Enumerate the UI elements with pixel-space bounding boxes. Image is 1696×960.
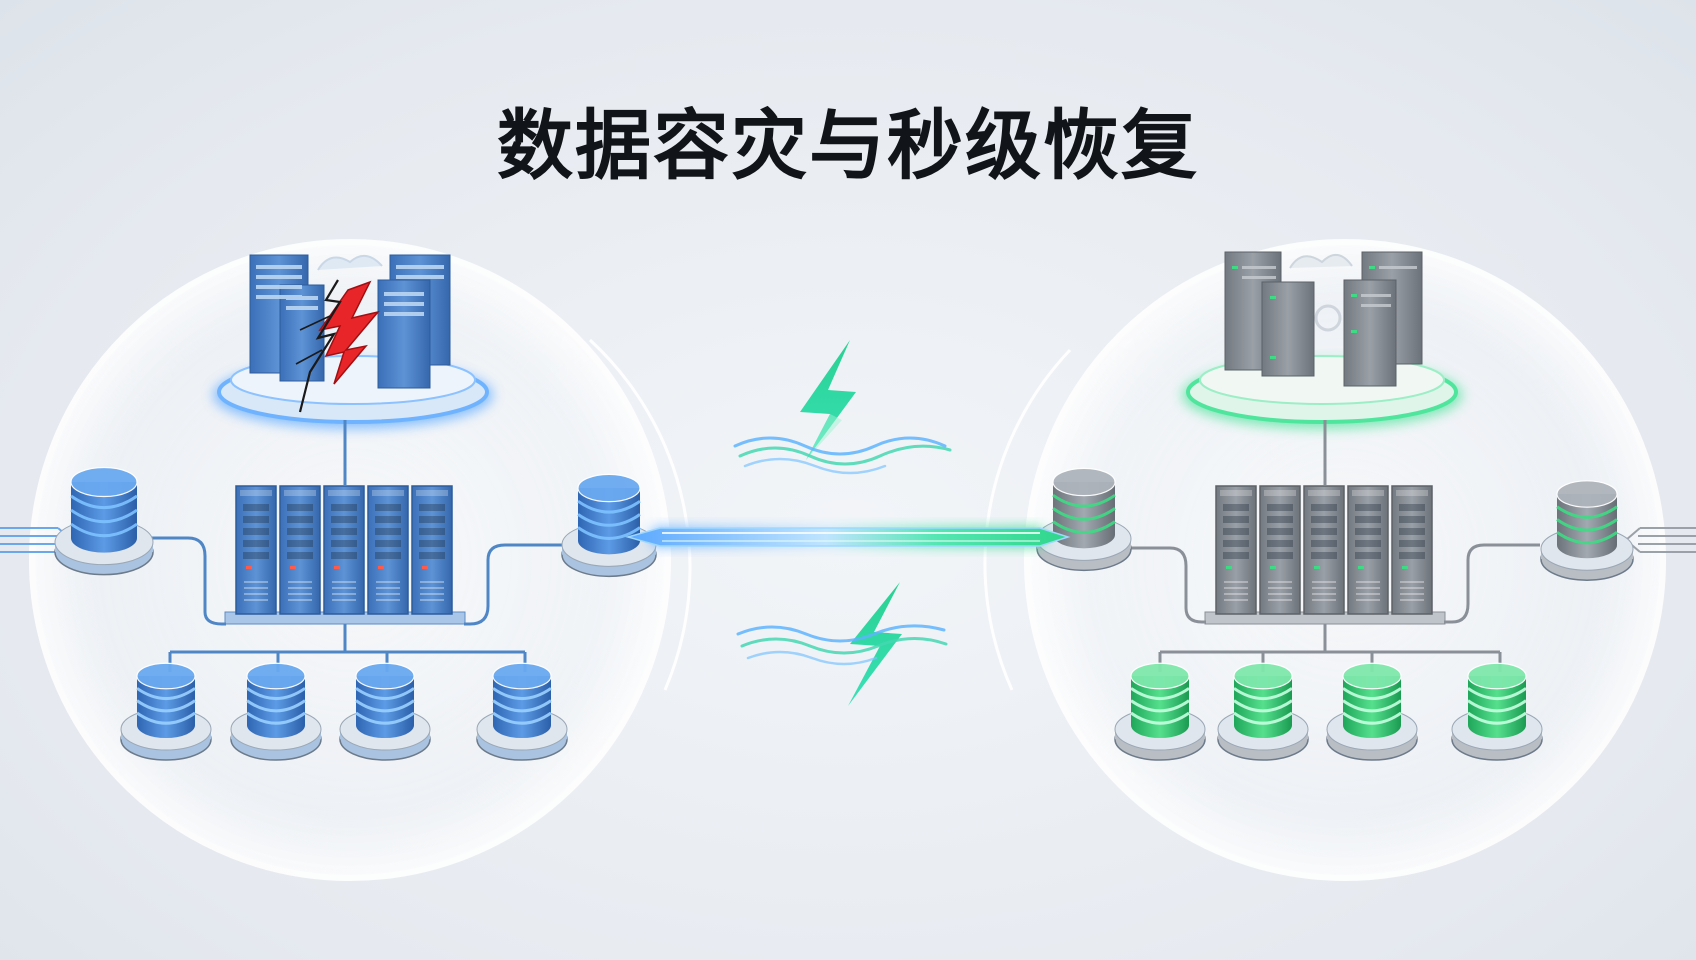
database-icon — [120, 662, 212, 761]
database-icon — [1540, 480, 1634, 581]
database-icon — [339, 662, 431, 761]
page-title: 数据容灾与秒级恢复 — [497, 101, 1199, 190]
server-rack — [279, 485, 321, 615]
server-rack — [1347, 485, 1389, 615]
primary-site — [0, 254, 657, 761]
wave-icon — [736, 624, 948, 666]
database-icon — [1451, 662, 1543, 761]
server-cluster-icon — [1224, 251, 1423, 387]
server-rack — [323, 485, 365, 615]
database-icon — [1326, 662, 1418, 761]
backup-site — [1036, 251, 1696, 761]
wave-icon — [733, 436, 952, 475]
database-icon — [230, 662, 322, 761]
server-rack-icon — [1204, 485, 1446, 625]
server-rack — [411, 485, 453, 615]
server-rack — [235, 485, 277, 615]
server-rack — [1259, 485, 1301, 615]
backup-platform — [1182, 355, 1462, 429]
cloud-icon — [1289, 254, 1353, 332]
database-icon — [1217, 662, 1309, 761]
sync-beam-icon — [625, 527, 1071, 547]
database-icon — [561, 473, 657, 578]
server-cluster-icon — [249, 254, 451, 389]
server-rack — [1215, 485, 1257, 615]
lightning-bolt-icon — [848, 582, 902, 706]
lightning-bolt-icon — [800, 340, 856, 460]
database-icon — [476, 662, 568, 761]
server-rack — [1391, 485, 1433, 615]
database-icon — [54, 466, 154, 576]
lightning-crack-icon — [295, 279, 381, 413]
server-rack — [1303, 485, 1345, 615]
server-rack — [367, 485, 409, 615]
server-rack-icon — [224, 485, 466, 625]
database-icon — [1114, 662, 1206, 761]
